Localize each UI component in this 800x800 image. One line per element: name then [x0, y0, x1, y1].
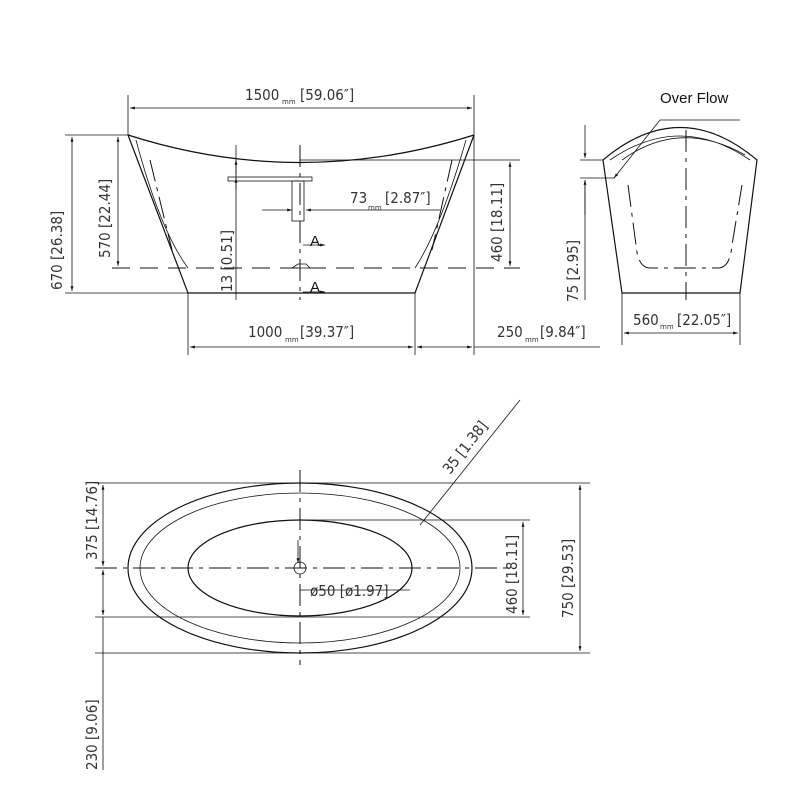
inner-wall [135, 139, 467, 269]
svg-text:460 [18.11]: 460 [18.11] [488, 183, 506, 262]
svg-text:[59.06″]: [59.06″] [300, 86, 354, 104]
overflow-label: Over Flow [660, 90, 729, 107]
side-view: 1500 mm [59.06″] 670 [26.38] 570 [22.44]… [48, 86, 600, 355]
svg-text:13 [0.51]: 13 [0.51] [218, 230, 236, 292]
svg-text:[9.84″]: [9.84″] [540, 323, 586, 341]
svg-text:750 [29.53]: 750 [29.53] [559, 539, 577, 618]
svg-text:A: A [310, 279, 320, 296]
rim-leader [419, 399, 521, 526]
overflow-leader [613, 119, 740, 179]
svg-text:mm: mm [368, 204, 382, 212]
svg-text:570 [22.44]: 570 [22.44] [96, 179, 114, 258]
svg-text:670 [26.38]: 670 [26.38] [48, 211, 66, 290]
svg-text:230 [9.06]: 230 [9.06] [83, 699, 101, 770]
svg-text:mm: mm [282, 98, 296, 106]
end-view: Over Flow 75 [2.95] 560 mm [22.05″] [564, 90, 758, 345]
svg-text:ø50 [ø1.97]: ø50 [ø1.97] [310, 582, 389, 600]
svg-text:560: 560 [633, 311, 659, 329]
tub-outline [127, 134, 475, 294]
svg-text:[39.37″]: [39.37″] [300, 323, 354, 341]
svg-text:460 [18.11]: 460 [18.11] [503, 535, 521, 614]
svg-text:375 [14.76]: 375 [14.76] [83, 481, 101, 560]
tub-rim-curve [127, 134, 475, 164]
svg-text:A: A [310, 233, 320, 250]
svg-text:1500: 1500 [245, 86, 279, 104]
svg-text:mm: mm [660, 323, 674, 331]
faucet-spout [227, 176, 313, 182]
drain [290, 263, 311, 269]
svg-text:75 [2.95]: 75 [2.95] [564, 240, 582, 302]
svg-text:mm: mm [525, 336, 539, 344]
svg-text:mm: mm [285, 336, 299, 344]
svg-text:73: 73 [350, 189, 367, 207]
end-outline [602, 126, 758, 294]
faucet-body [291, 180, 305, 222]
svg-text:1000: 1000 [248, 323, 282, 341]
svg-text:[2.87″]: [2.87″] [385, 189, 431, 207]
plan-view: 35 [1.38] 375 [14.76] 230 [9.06] 460 [18… [83, 399, 590, 770]
svg-text:[22.05″]: [22.05″] [677, 311, 731, 329]
svg-text:250: 250 [497, 323, 523, 341]
